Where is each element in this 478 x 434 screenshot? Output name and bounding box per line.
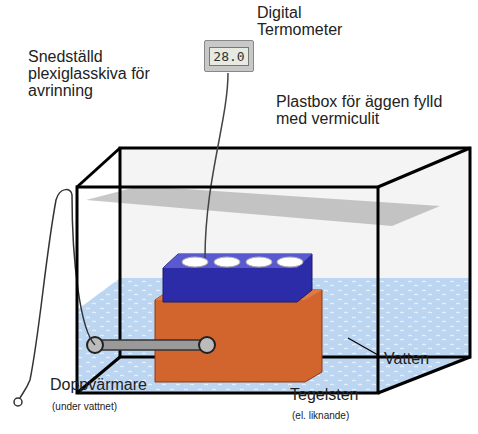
immersion-heater: [92, 340, 210, 350]
brick-note: (el. liknande): [292, 410, 402, 422]
water-label: Vatten: [384, 350, 454, 367]
brick: [155, 290, 322, 382]
frame-edge: [77, 148, 120, 187]
egg-box-top: [163, 254, 312, 268]
egg: [277, 257, 303, 267]
egg: [246, 257, 272, 267]
egg-box-label: Plastbox för äggen fylld med vermiculit: [276, 93, 446, 127]
egg-box: [163, 254, 312, 302]
thermometer-display: 28.0: [204, 40, 254, 72]
sensor-cable: [205, 73, 228, 258]
plexiglass-sheet: [86, 186, 440, 226]
egg: [214, 257, 240, 267]
frame-edge: [378, 148, 470, 187]
front-frame: [77, 187, 378, 393]
leader-line: [348, 338, 378, 355]
brick-label: Tegelsten: [290, 386, 400, 403]
heater-end: [199, 337, 215, 353]
heater-note: (under vattnet): [52, 401, 172, 413]
egg: [182, 257, 208, 267]
heater-cable: [20, 190, 95, 398]
plexiglass-label: Snedställd plexiglasskiva för avrinning: [28, 48, 158, 99]
display-reading: 28.0: [209, 47, 248, 66]
thermometer-label: Digital Termometer: [257, 4, 367, 38]
plug: [14, 398, 22, 406]
heater-label: Doppvärmare: [50, 376, 170, 393]
